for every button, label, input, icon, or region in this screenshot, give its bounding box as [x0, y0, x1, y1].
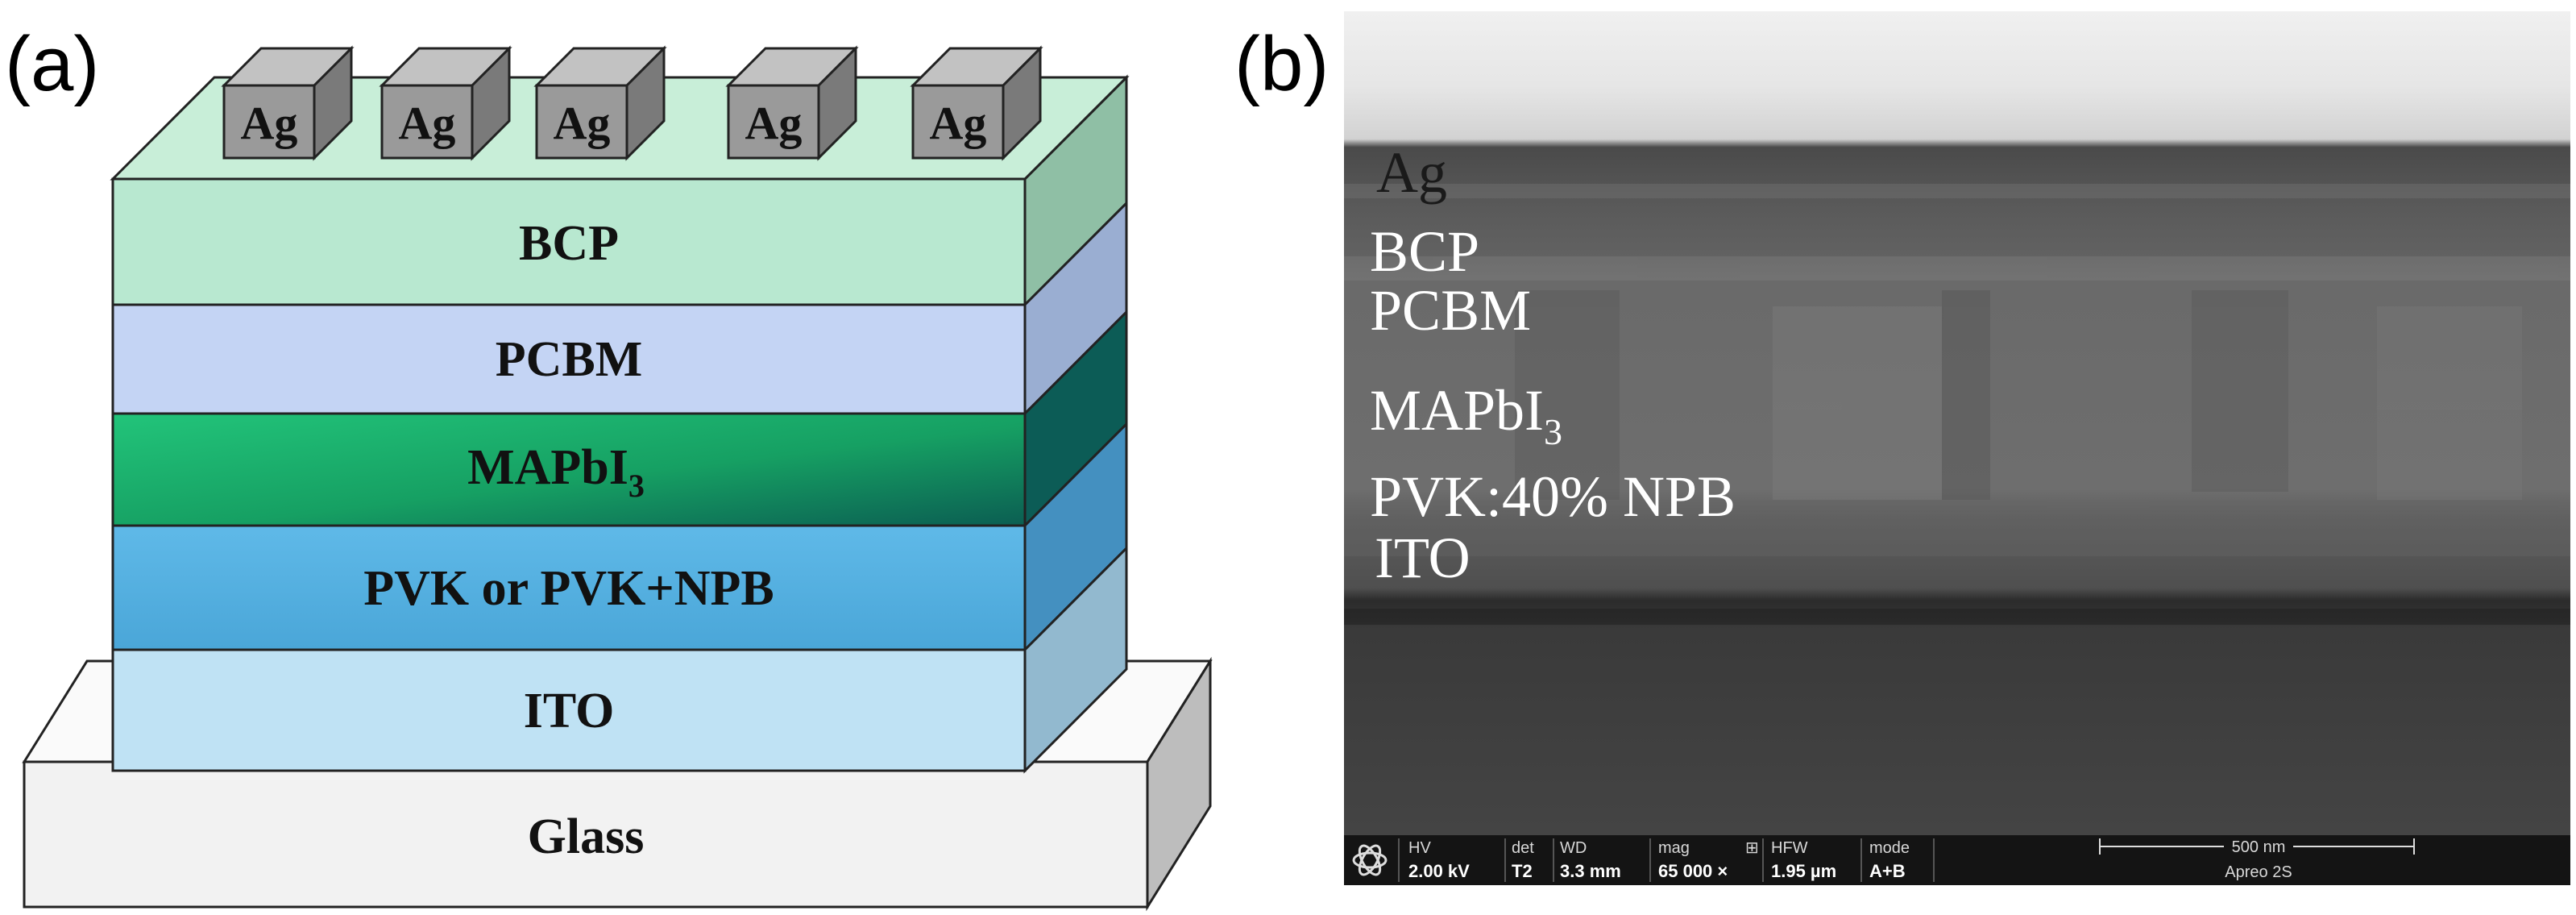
instrument-label: Apreo 2S [2225, 863, 2292, 881]
pvk-label: PVK or PVK+NPB [363, 561, 774, 616]
databar-hv-label: HV [1408, 839, 1431, 857]
sem-image: Ag BCP PCBM MAPbI3 PVK:40% NPB ITO [1344, 11, 2570, 835]
sem-label-bcp: BCP [1370, 219, 1479, 284]
ag-electrode-label: Ag [241, 97, 298, 149]
layer-stack-side [1023, 74, 1128, 774]
ag-electrode: Ag [725, 45, 859, 161]
glass-label: Glass [528, 809, 645, 864]
databar-wd-label: WD [1560, 839, 1587, 857]
databar-mag-label: mag [1658, 839, 1690, 857]
ag-electrode: Ag [379, 45, 512, 161]
databar-mag-icon: ⊞ [1745, 839, 1759, 857]
pcbm-layer [111, 303, 1027, 415]
fei-logo-icon [1352, 844, 1388, 876]
sem-label-mapbi: MAPbI3 [1370, 378, 1562, 452]
databar-det-value: T2 [1512, 861, 1533, 881]
databar-hfw-label: HFW [1771, 839, 1808, 857]
sem-databar: HV 2.00 kV det T2 WD 3.3 mm mag ⊞ 65 000… [1344, 835, 2570, 885]
databar-wd-value: 3.3 mm [1560, 861, 1621, 881]
ito-label: ITO [524, 684, 615, 738]
ag-electrode: Ag [533, 45, 667, 161]
ag-electrode-label: Ag [399, 97, 456, 149]
ag-electrodes: Ag Ag Ag Ag Ag [221, 45, 1043, 161]
databar-hfw-value: 1.95 µm [1771, 861, 1836, 881]
sem-label-ag: Ag [1376, 140, 1447, 205]
mapbi-label: MAPbI3 [467, 440, 645, 504]
sem-label-pvk-npb: PVK:40% NPB [1370, 464, 1736, 529]
panel-a-label: (a) [5, 21, 99, 107]
pvk-layer [111, 524, 1027, 651]
databar-hv-value: 2.00 kV [1408, 861, 1470, 881]
databar-det-label: det [1512, 839, 1534, 857]
mapbi-layer [111, 412, 1027, 527]
ag-electrode-label: Ag [745, 97, 803, 149]
pcbm-label: PCBM [496, 332, 643, 387]
sem-label-ito: ITO [1375, 526, 1471, 590]
ito-layer [111, 648, 1027, 772]
ag-electrode: Ag [910, 45, 1043, 161]
ag-electrode-label: Ag [554, 97, 611, 149]
bcp-label: BCP [519, 216, 619, 271]
databar-mode-label: mode [1869, 839, 1910, 857]
scale-bar-label: 500 nm [2232, 838, 2286, 856]
ag-electrode-label: Ag [930, 97, 987, 149]
panel-a: (a) Glass BCP PCBM MAPbI3 PVK or PVK+NPB [5, 21, 1213, 912]
databar-mode-value: A+B [1869, 861, 1906, 881]
scale-bar: 500 nm [2099, 838, 2415, 856]
ag-electrode: Ag [221, 45, 355, 161]
sem-label-pcbm: PCBM [1370, 278, 1531, 343]
panel-b: (b) Ag BCP PCBM MAPbI3 PVK:40% NPB ITO [1234, 11, 2570, 885]
databar-mag-value: 65 000 × [1658, 861, 1728, 881]
panel-b-label: (b) [1234, 21, 1329, 107]
